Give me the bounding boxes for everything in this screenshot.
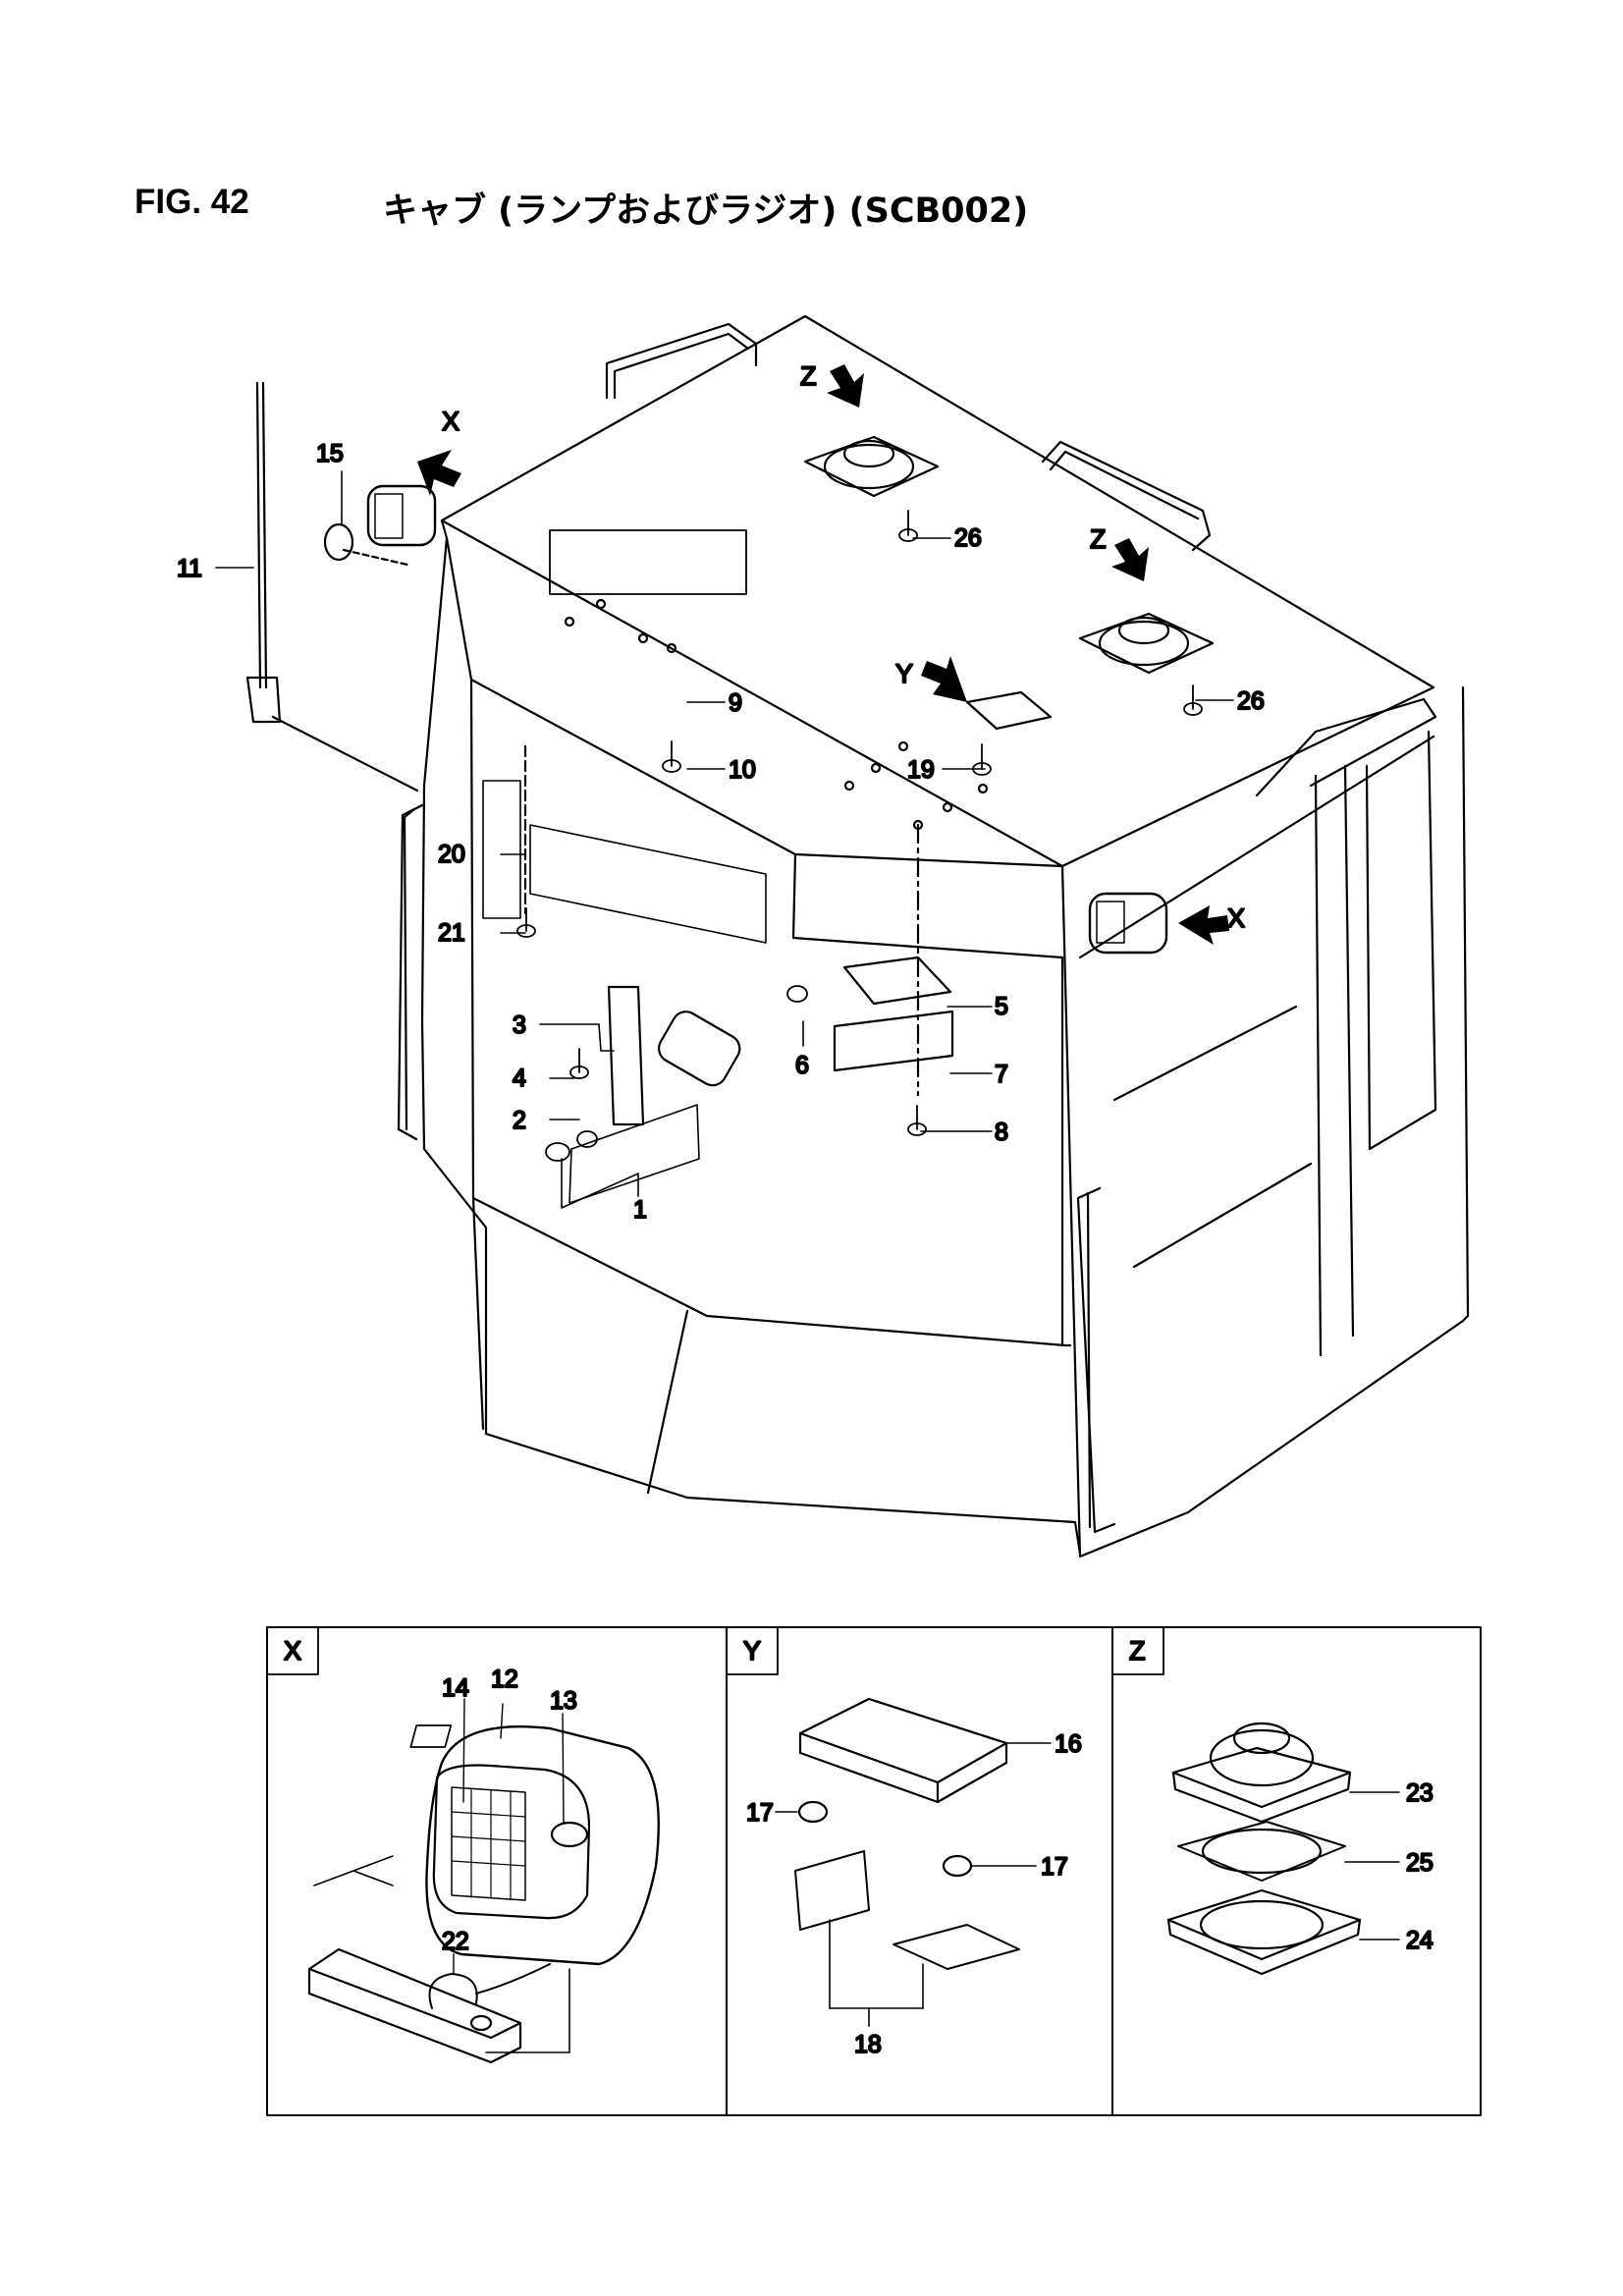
arrow-z-front-icon bbox=[827, 364, 864, 408]
arrow-x-right-icon bbox=[1178, 905, 1229, 945]
detail-panels bbox=[266, 1626, 1482, 2116]
panel-y-callout-16: 16 bbox=[1055, 1730, 1082, 1758]
arrow-y-icon bbox=[921, 656, 967, 702]
callout-19: 19 bbox=[907, 756, 935, 784]
panel-x-callout-13: 13 bbox=[550, 1687, 577, 1715]
view-marker-z-front: Z bbox=[800, 361, 817, 391]
panel-z-letter: Z bbox=[1129, 1636, 1146, 1666]
panel-x-letter: X bbox=[284, 1636, 301, 1666]
callout-4: 4 bbox=[513, 1065, 526, 1092]
callout-labels: 11 15 26 26 9 10 19 20 21 5 6 7 8 3 4 2 … bbox=[176, 439, 1266, 1225]
view-arrows bbox=[417, 364, 1229, 945]
callout-15: 15 bbox=[316, 440, 344, 467]
callout-6: 6 bbox=[795, 1052, 809, 1079]
callout-3: 3 bbox=[513, 1011, 526, 1039]
panel-x-callout-14: 14 bbox=[442, 1674, 469, 1702]
view-marker-x-right: X bbox=[1227, 903, 1245, 933]
panel-y-dome-lamp-detail: 16 17 17 18 bbox=[409, 1697, 1083, 2059]
panel-y-callout-18: 18 bbox=[854, 2031, 882, 2058]
panel-z-callout-24: 24 bbox=[1406, 1927, 1434, 1954]
view-marker-y: Y bbox=[895, 659, 913, 688]
callout-8: 8 bbox=[995, 1119, 1008, 1146]
antenna bbox=[245, 381, 419, 793]
speaker-front bbox=[803, 435, 940, 498]
fasteners bbox=[516, 510, 1203, 1162]
callout-5: 5 bbox=[995, 993, 1008, 1020]
cab-assembly bbox=[245, 314, 1470, 1558]
panel-x-lamp-detail: 14 12 13 22 bbox=[307, 1665, 660, 2064]
callout-9: 9 bbox=[729, 689, 742, 717]
panel-z-speaker-detail: 23 25 24 bbox=[1166, 1722, 1434, 1976]
panel-x-callout-12: 12 bbox=[491, 1666, 518, 1693]
callout-11: 11 bbox=[177, 555, 202, 582]
panel-y-callout-17b: 17 bbox=[1041, 1853, 1068, 1881]
figure-number: FIG. 42 bbox=[135, 183, 249, 221]
panel-z-callout-25: 25 bbox=[1406, 1849, 1434, 1877]
callout-26-front: 26 bbox=[954, 524, 982, 552]
callout-20: 20 bbox=[438, 841, 465, 868]
panel-x-callout-22: 22 bbox=[442, 1928, 469, 1955]
callout-21: 21 bbox=[438, 919, 465, 947]
view-marker-z-rear: Z bbox=[1090, 524, 1107, 554]
arrow-z-rear-icon bbox=[1111, 538, 1149, 581]
callout-7: 7 bbox=[995, 1061, 1008, 1088]
view-marker-x-left: X bbox=[442, 407, 460, 436]
panel-z-callout-23: 23 bbox=[1406, 1779, 1434, 1807]
figure-title: キャブ (ランプおよびラジオ) (SCB002) bbox=[383, 191, 1029, 231]
panel-y-letter: Y bbox=[743, 1636, 761, 1666]
view-marker-labels: X X Y Z Z bbox=[441, 360, 1246, 934]
callout-10: 10 bbox=[729, 756, 756, 784]
callout-1: 1 bbox=[633, 1196, 647, 1224]
callout-26-rear: 26 bbox=[1237, 687, 1265, 715]
panel-y-callout-17a: 17 bbox=[746, 1799, 774, 1827]
leader-lines bbox=[215, 470, 1234, 1209]
arrow-x-left-icon bbox=[417, 450, 461, 496]
figure-header: FIG. 42 キャブ (ランプおよびラジオ) (SCB002) bbox=[135, 183, 1411, 232]
speaker-rear bbox=[1078, 612, 1215, 675]
panel-letters: X Y Z bbox=[283, 1635, 1147, 1667]
callout-2: 2 bbox=[513, 1107, 526, 1134]
